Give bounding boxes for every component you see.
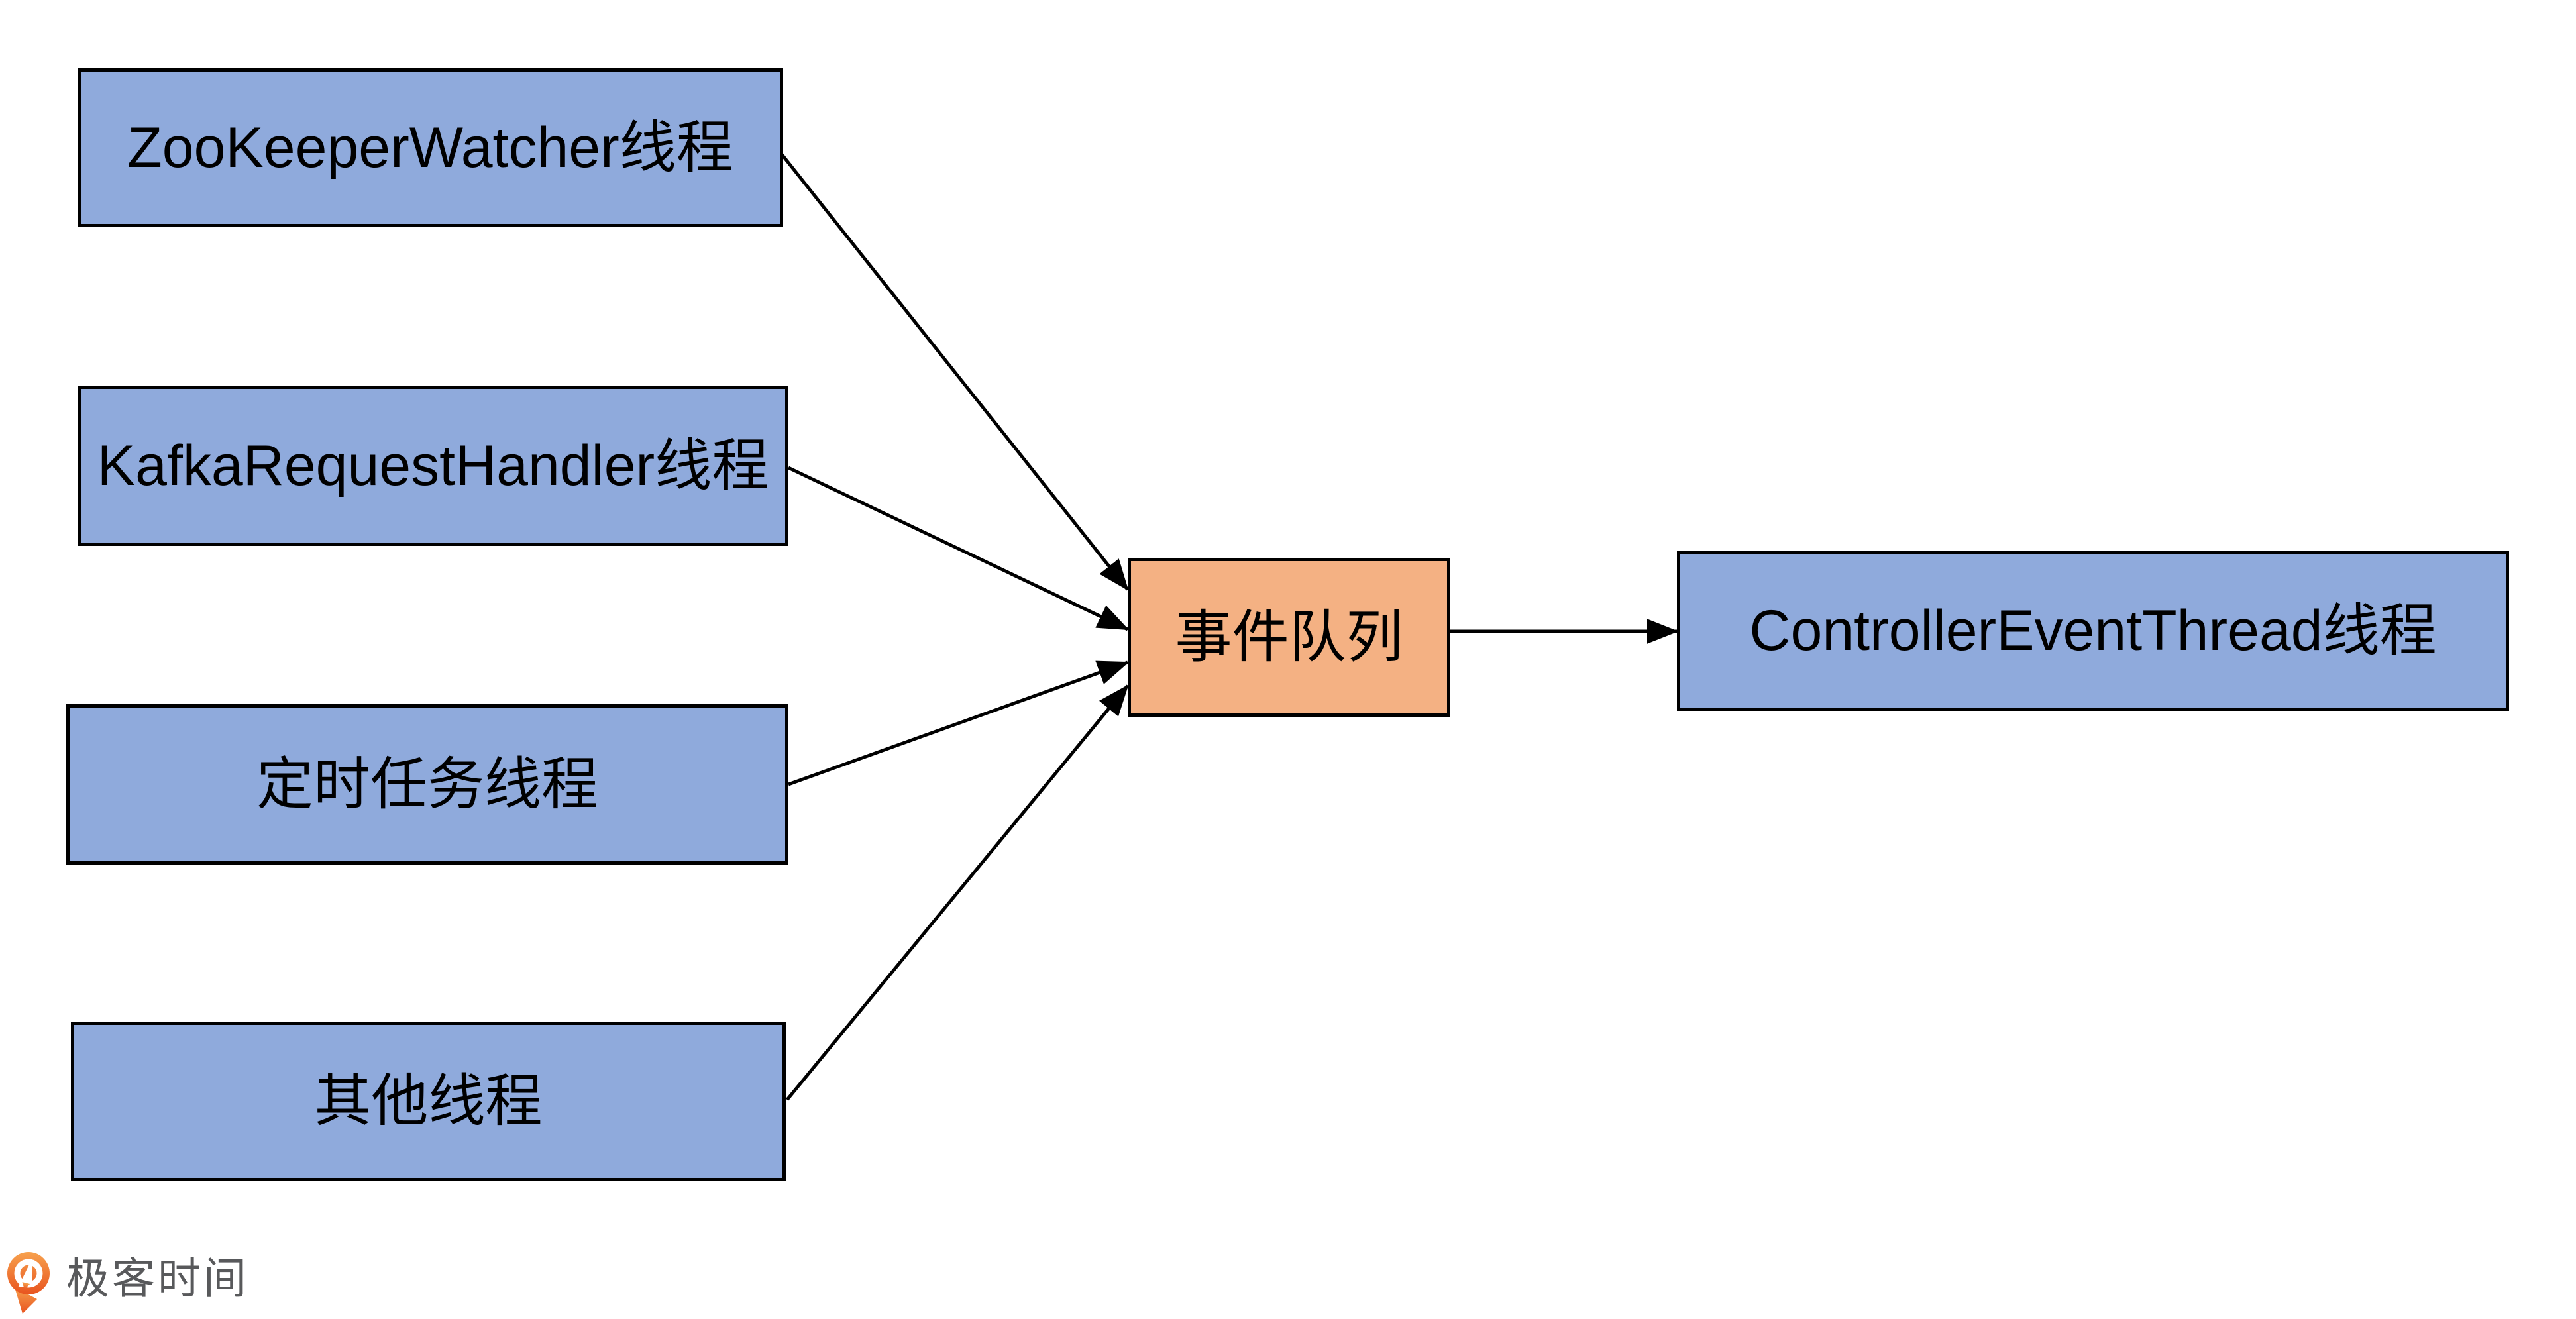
geektime-logo: 极客时间 [7, 1248, 249, 1317]
geektime-pin-icon [7, 1252, 50, 1314]
node-label: 其他线程 [314, 1069, 543, 1134]
node-event-queue: 事件队列 [1128, 558, 1450, 717]
node-controller-event-thread: ControllerEventThread线程 [1677, 551, 2509, 711]
node-kafka-request-handler-thread: KafkaRequestHandler线程 [78, 386, 788, 546]
node-label: 定时任务线程 [256, 752, 598, 816]
node-label: KafkaRequestHandler线程 [97, 433, 769, 498]
arrow-kafka-to-queue [787, 466, 1130, 631]
node-zookeeper-watcher-thread: ZooKeeperWatcher线程 [78, 68, 783, 227]
arrow-timer-to-queue [788, 660, 1130, 786]
arrow-zookeeper-to-queue [775, 146, 1129, 591]
geektime-logo-text: 极客时间 [66, 1253, 250, 1302]
node-label: ZooKeeperWatcher线程 [127, 115, 733, 180]
node-label: 事件队列 [1175, 605, 1403, 669]
node-timer-task-thread: 定时任务线程 [66, 704, 788, 865]
node-label: ControllerEventThread线程 [1749, 599, 2437, 663]
node-other-thread: 其他线程 [71, 1022, 786, 1181]
arrow-other-to-queue [786, 684, 1129, 1101]
